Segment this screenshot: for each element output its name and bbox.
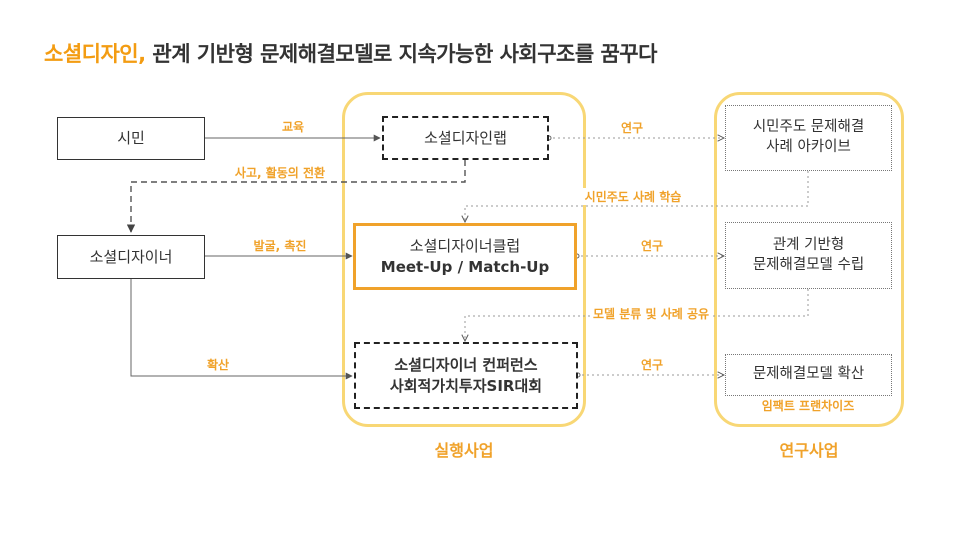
archive-label-line1: 시민주도 문제해결 <box>752 119 865 136</box>
edge-label-education: 교육 <box>279 118 307 135</box>
edge-label-discover: 발굴, 촉진 <box>251 237 309 254</box>
club-label-line2: Meet-Up / Match-Up <box>380 257 550 276</box>
citizen-label: 시민 <box>117 129 145 148</box>
edge-archive-club <box>465 171 809 222</box>
conference-label-line2: 사회적가치투자SIR대회 <box>389 376 543 395</box>
conference-label-line1: 소셜디자이너 컨퍼런스 <box>394 356 538 375</box>
social-designer-conference-node: 소셜디자이너 컨퍼런스 사회적가치투자SIR대회 <box>354 342 578 409</box>
model-establish-node: 관계 기반형 문제해결모델 수립 <box>725 222 892 289</box>
social-design-lab-node: 소셜디자인랩 <box>382 116 549 160</box>
research-group <box>714 92 904 427</box>
citizen-node: 시민 <box>57 117 205 160</box>
archive-label-line2: 사례 아카이브 <box>766 139 851 155</box>
group-label-research: 연구사업 <box>779 441 839 460</box>
edge-label-research-1: 연구 <box>618 119 646 136</box>
edge-lab-designer <box>126 160 466 233</box>
edge-label-research-2: 연구 <box>638 237 666 254</box>
edge-label-model-share: 모델 분류 및 사례 공유 <box>590 305 712 322</box>
social-designer-label: 소셜디자이너 <box>89 247 173 266</box>
page-title: 소셜디자인, 관계 기반형 문제해결모델로 지속가능한 사회구조를 꿈꾸다 <box>44 38 657 68</box>
edge-label-impact-franchise: 임팩트 프랜차이즈 <box>759 397 857 414</box>
social-designer-node: 소셜디자이너 <box>57 235 205 279</box>
edge-label-case-learning: 시민주도 사례 학습 <box>582 188 684 205</box>
case-archive-node: 시민주도 문제해결 사례 아카이브 <box>725 105 892 171</box>
model-spread-node: 문제해결모델 확산 <box>725 354 892 396</box>
title-rest: 관계 기반형 문제해결모델로 지속가능한 사회구조를 꿈꾸다 <box>152 42 657 66</box>
social-designer-club-node: 소셜디자이너클럽 Meet-Up / Match-Up <box>353 223 577 290</box>
model-label-line2: 문제해결모델 수립 <box>752 256 865 273</box>
execution-group <box>342 92 586 427</box>
edge-label-research-3: 연구 <box>638 356 666 373</box>
edge-designer-conference <box>130 279 353 380</box>
lab-label: 소셜디자인랩 <box>424 128 507 147</box>
title-highlight: 소셜디자인, <box>44 42 146 66</box>
edge-label-activity-switch: 사고, 활동의 전환 <box>232 164 328 181</box>
club-label-line1: 소셜디자이너클럽 <box>409 237 521 256</box>
edge-label-spread: 확산 <box>204 356 232 373</box>
group-label-execution: 실행사업 <box>434 441 494 460</box>
spread-label: 문제해결모델 확산 <box>752 366 865 383</box>
model-label-line1: 관계 기반형 <box>772 236 845 253</box>
